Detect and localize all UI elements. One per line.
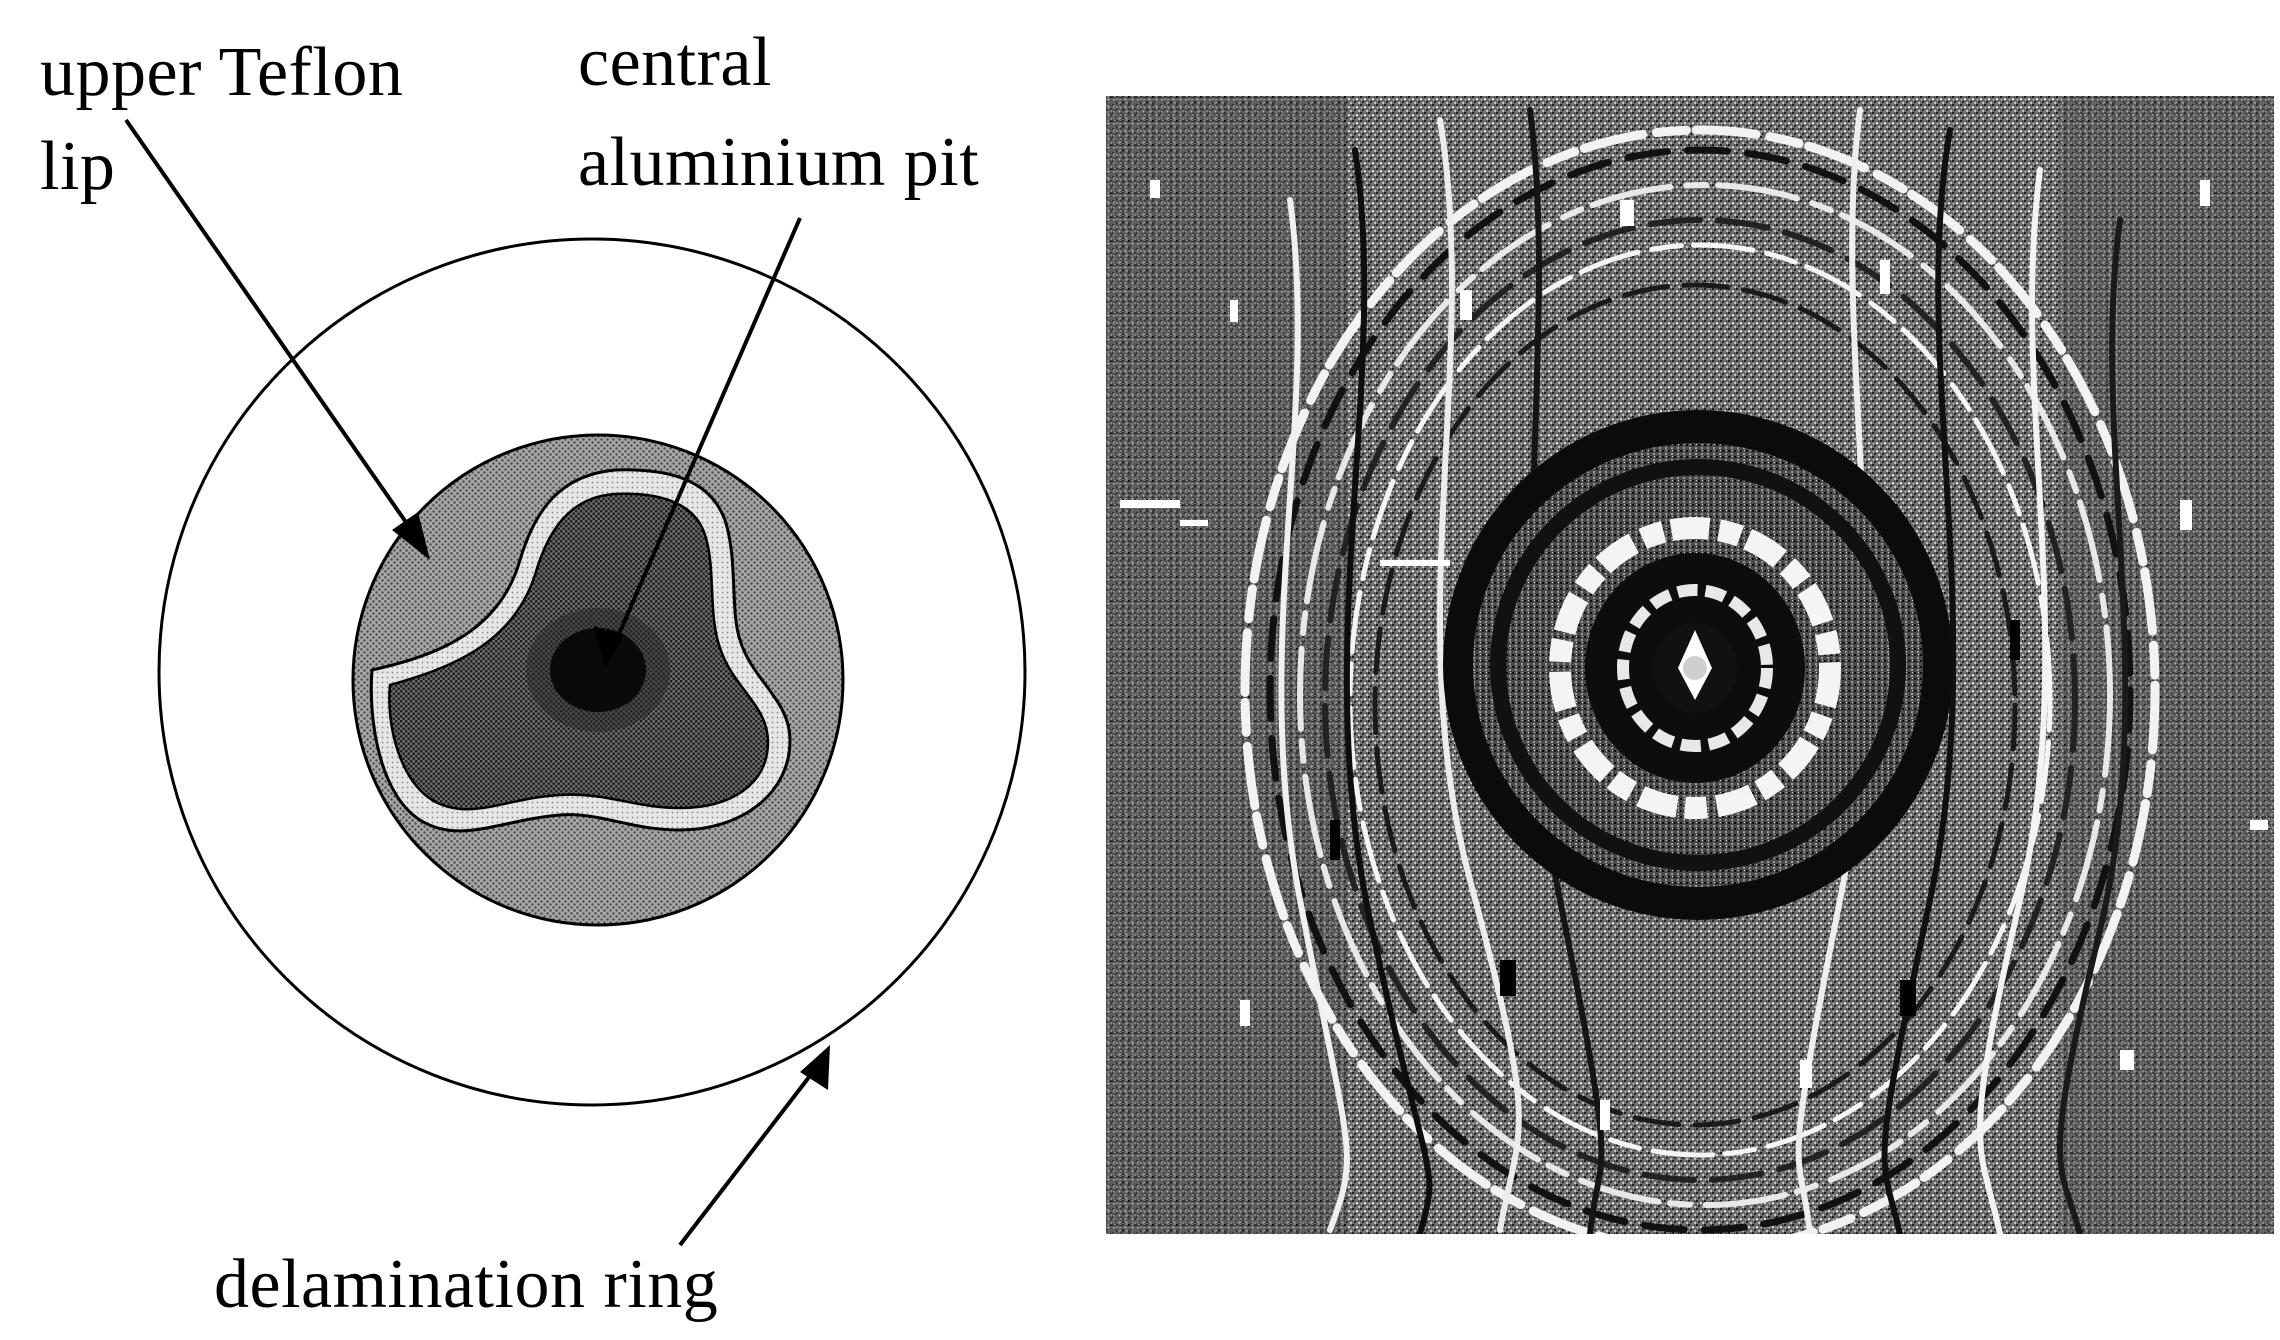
delamination-ring-label: delamination ring <box>214 1250 718 1320</box>
upper-teflon-label-line2: lip <box>40 132 115 202</box>
central-pit-label-line1: central <box>578 28 772 98</box>
upper-teflon-label-line1: upper Teflon <box>40 38 403 108</box>
central-pit-label-line2: aluminium pit <box>578 128 979 198</box>
